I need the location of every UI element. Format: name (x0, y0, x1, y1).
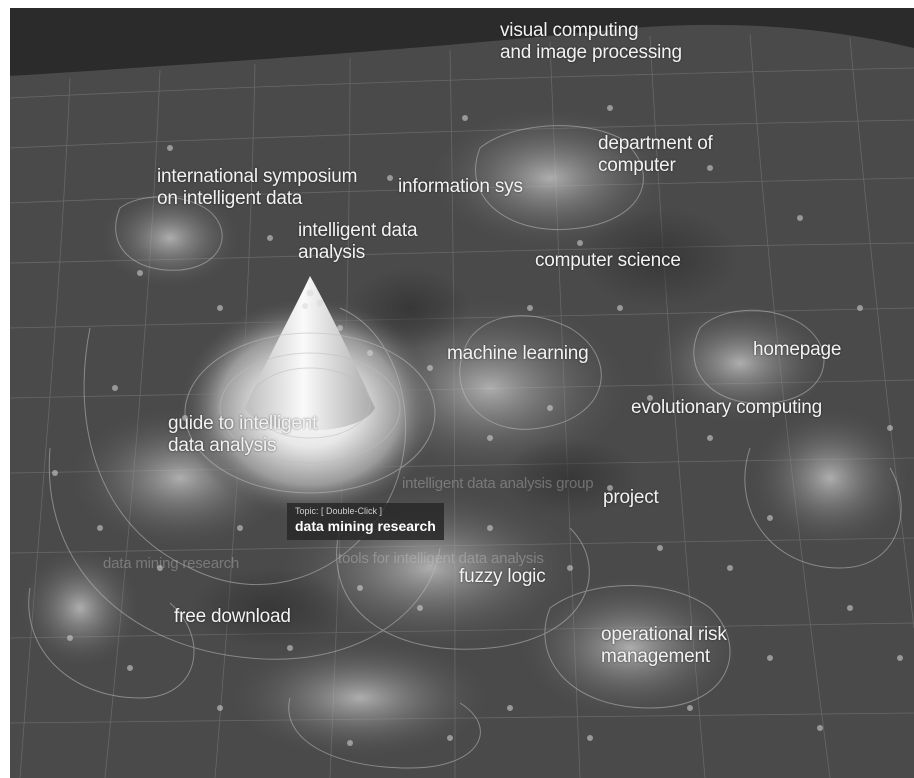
label-department-of-computer[interactable]: department of computer (598, 133, 713, 176)
label-international-symposium[interactable]: international symposium on intelligent d… (157, 166, 358, 209)
label-computer-science[interactable]: computer science (535, 250, 681, 271)
label-machine-learning[interactable]: machine learning (447, 343, 589, 364)
label-intelligent-data-analysis[interactable]: intelligent data analysis (298, 220, 418, 263)
label-information-sys[interactable]: information sys (398, 176, 523, 197)
topic-map-viewport[interactable]: intelligent data analysis group data min… (10, 8, 914, 778)
label-intelligent-data-analysis-group[interactable]: intelligent data analysis group (402, 475, 594, 492)
label-data-mining-research-faint[interactable]: data mining research (103, 555, 240, 572)
label-homepage[interactable]: homepage (753, 339, 842, 360)
sky-background (10, 8, 914, 76)
tooltip-hint: Topic: [ Double-Click ] (295, 506, 383, 516)
label-visual-computing[interactable]: visual computing and image processing (500, 20, 682, 63)
label-evolutionary-computing[interactable]: evolutionary computing (631, 397, 822, 418)
terrain-surface[interactable] (10, 8, 914, 778)
label-guide-to-intelligent-data-analysis[interactable]: guide to intelligent data analysis (168, 413, 318, 456)
label-tools-for-ida[interactable]: tools for intelligent data analysis (338, 550, 544, 567)
label-project[interactable]: project (603, 487, 659, 508)
topic-tooltip[interactable]: Topic: [ Double-Click ] data mining rese… (287, 503, 444, 540)
label-fuzzy-logic[interactable]: fuzzy logic (459, 566, 546, 587)
label-free-download[interactable]: free download (174, 606, 291, 627)
tooltip-topic-title: data mining research (295, 518, 436, 534)
contour-lines (28, 125, 902, 769)
label-operational-risk-management[interactable]: operational risk management (601, 624, 727, 667)
document-points (52, 105, 903, 746)
